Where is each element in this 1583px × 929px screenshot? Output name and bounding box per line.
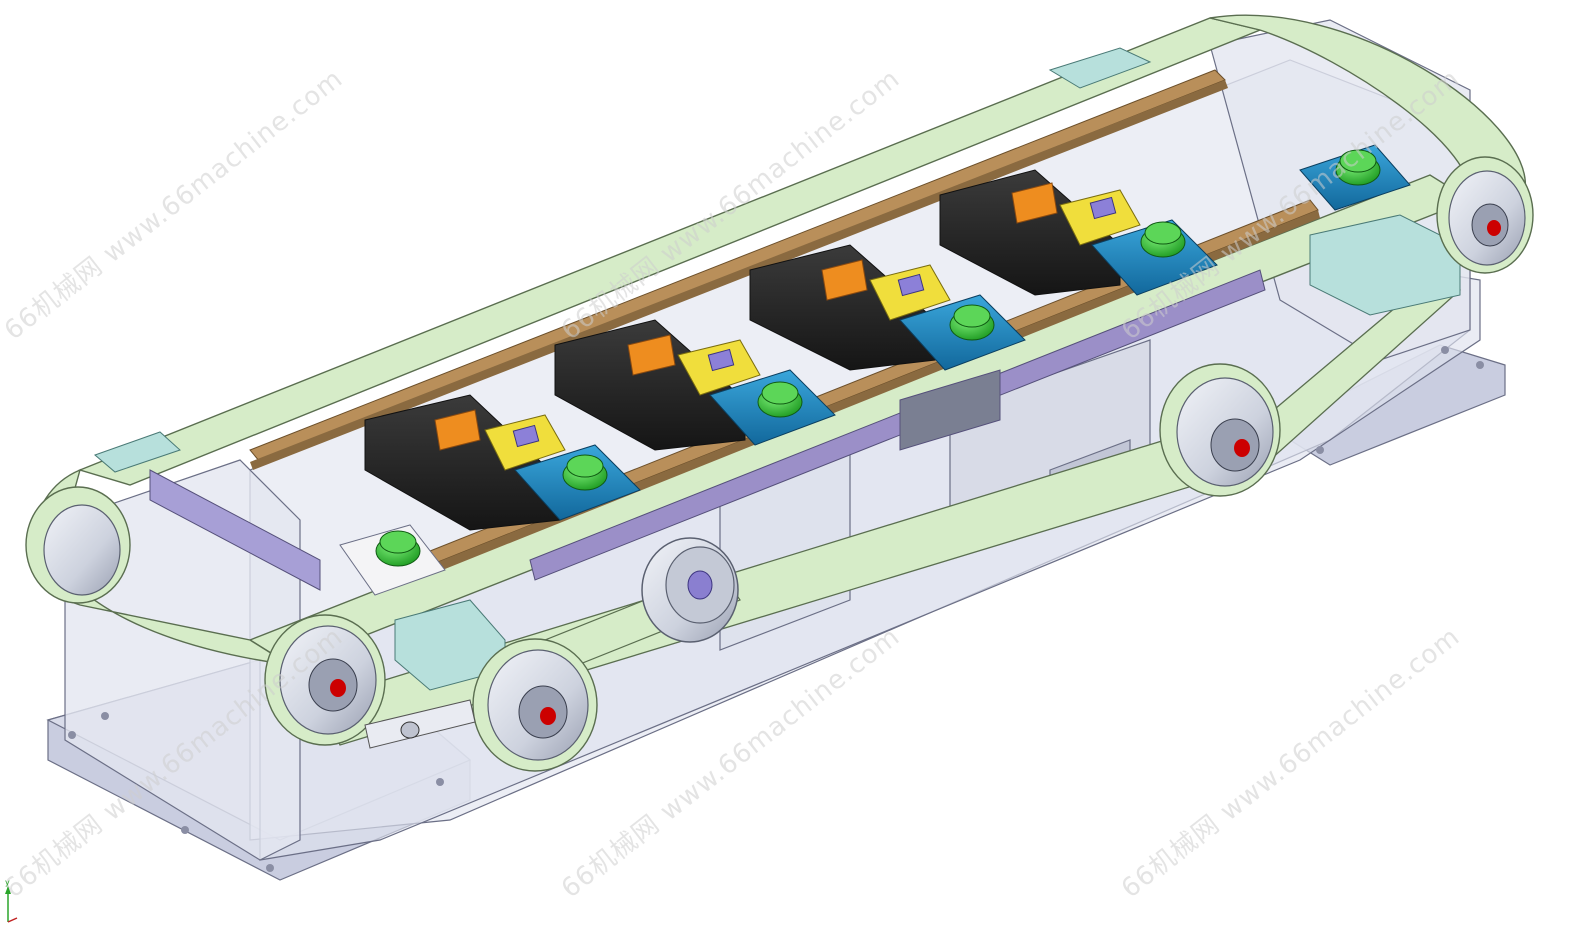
rail-carrier-plate (529, 269, 1266, 581)
purple-block (512, 424, 540, 448)
adjust-rod (364, 699, 476, 749)
linear-rails (249, 69, 1320, 581)
pulley-left-end (25, 486, 131, 604)
station-3 (749, 244, 1026, 371)
left-bracket (94, 431, 181, 473)
clamp-orange (434, 409, 481, 451)
stations (339, 144, 1411, 596)
axis-triad: y (5, 878, 18, 923)
pulley-front-left (264, 614, 386, 746)
station-1 (364, 394, 641, 531)
station-5 (1299, 144, 1411, 211)
pneumatic-parts (94, 47, 1461, 691)
motor-block (899, 369, 1001, 451)
pulley-right-end (1436, 156, 1534, 274)
left-cylinder (149, 469, 321, 591)
top-right-bracket (1048, 47, 1152, 89)
triad-y-label: y (5, 878, 10, 887)
drive-pulley (641, 537, 739, 643)
pulley-lower-front (472, 638, 598, 772)
right-valve (1309, 214, 1461, 316)
station-0 (339, 524, 446, 596)
station-4 (939, 169, 1218, 296)
pulley-mid-tensioner (1159, 363, 1281, 497)
station-2 (554, 319, 836, 451)
base-bolts (68, 346, 1484, 872)
pulleys (25, 156, 1534, 772)
